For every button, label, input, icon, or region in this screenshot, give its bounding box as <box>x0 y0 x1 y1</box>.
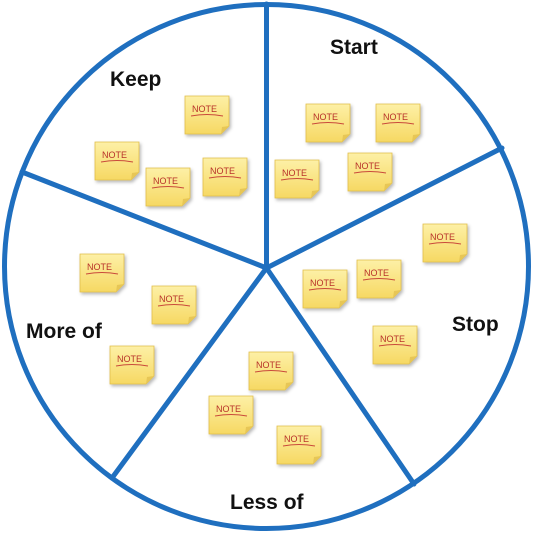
sticky-note[interactable]: NOTE <box>276 425 322 465</box>
sticky-note[interactable]: NOTE <box>151 285 197 325</box>
note-label: NOTE <box>282 168 307 178</box>
section-start-notes: NOTE NOTE NOTE NOTE <box>274 103 421 199</box>
sticky-note[interactable]: NOTE <box>372 325 418 365</box>
section-keep-notes: NOTE NOTE NOTE NOTE <box>94 95 248 207</box>
note-label: NOTE <box>380 334 405 344</box>
sticky-note[interactable]: NOTE <box>109 345 155 385</box>
section-more-of-notes: NOTE NOTE NOTE <box>79 253 197 385</box>
divider-stop-less <box>264 265 417 487</box>
sticky-note[interactable]: NOTE <box>274 159 320 199</box>
note-label: NOTE <box>364 268 389 278</box>
note-label: NOTE <box>355 161 380 171</box>
sticky-note[interactable]: NOTE <box>79 253 125 293</box>
section-label-less-of: Less of <box>230 491 305 514</box>
sticky-note[interactable]: NOTE <box>356 259 402 299</box>
sticky-note[interactable]: NOTE <box>375 103 421 143</box>
section-stop-notes: NOTE NOTE NOTE NOTE <box>302 223 468 365</box>
note-label: NOTE <box>430 232 455 242</box>
sticky-note[interactable]: NOTE <box>202 157 248 197</box>
wheel-dividers <box>19 1 505 487</box>
section-label-more-of: More of <box>26 320 103 343</box>
sticky-note[interactable]: NOTE <box>184 95 230 135</box>
divider-less-more <box>109 265 269 481</box>
sticky-note[interactable]: NOTE <box>248 351 294 391</box>
note-label: NOTE <box>87 262 112 272</box>
sticky-note[interactable]: NOTE <box>347 152 393 192</box>
section-label-keep: Keep <box>110 68 161 91</box>
divider-more-keep <box>19 169 269 271</box>
divider-start-stop <box>264 145 505 271</box>
sticky-note[interactable]: NOTE <box>94 141 140 181</box>
note-label: NOTE <box>383 112 408 122</box>
sticky-note[interactable]: NOTE <box>422 223 468 263</box>
note-label: NOTE <box>153 176 178 186</box>
sticky-note[interactable]: NOTE <box>302 269 348 309</box>
note-label: NOTE <box>313 112 338 122</box>
section-label-stop: Stop <box>452 313 499 336</box>
note-label: NOTE <box>117 354 142 364</box>
note-label: NOTE <box>102 150 127 160</box>
note-label: NOTE <box>310 278 335 288</box>
note-label: NOTE <box>159 294 184 304</box>
note-label: NOTE <box>284 434 309 444</box>
note-label: NOTE <box>256 360 281 370</box>
section-label-start: Start <box>330 36 378 59</box>
sticky-note[interactable]: NOTE <box>305 103 351 143</box>
note-label: NOTE <box>216 404 241 414</box>
section-less-of-notes: NOTE NOTE NOTE <box>208 351 322 465</box>
note-label: NOTE <box>210 166 235 176</box>
note-label: NOTE <box>192 104 217 114</box>
sticky-note[interactable]: NOTE <box>208 395 254 435</box>
sticky-note[interactable]: NOTE <box>145 167 191 207</box>
